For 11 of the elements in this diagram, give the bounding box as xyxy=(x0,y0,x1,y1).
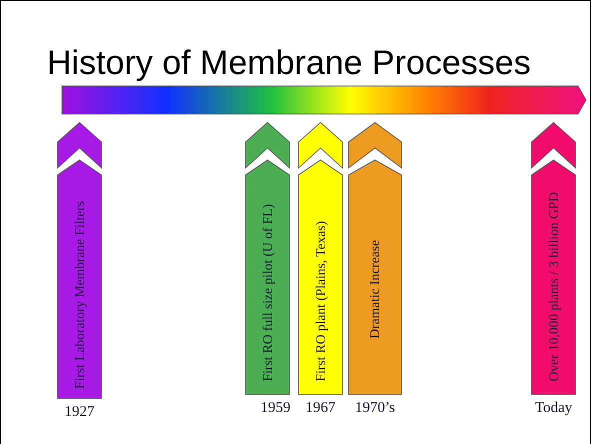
year-label: Today xyxy=(535,399,572,417)
year-label: 1970’s xyxy=(355,399,396,417)
event-label: First Laboratory Membrane Filters xyxy=(72,201,88,389)
event-label: First RO plant (Plains, Texas) xyxy=(312,220,328,381)
event-label: Over 10,000 plants / 3 billion GPD xyxy=(546,192,562,381)
event-label: First RO full size pilot (U of FL) xyxy=(260,204,276,381)
event-label: Dramatic Increase xyxy=(367,240,383,339)
year-label: 1927 xyxy=(64,403,94,421)
slide-title: History of Membrane Processes xyxy=(47,43,531,83)
year-label: 1967 xyxy=(306,399,336,417)
year-label: 1959 xyxy=(260,399,290,417)
